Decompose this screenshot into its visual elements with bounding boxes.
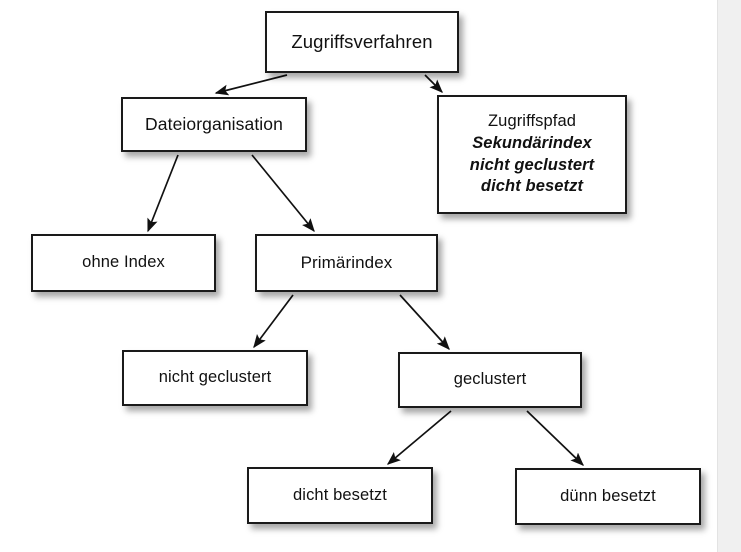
page-right-margin [717,0,741,552]
edge-dateiorganisation-to-ohne-index [147,154,179,233]
edge-geclustert-to-dicht-besetzt [386,410,452,465]
node-label-line-1: Zugriffspfad [487,111,577,130]
node-zugriffsverfahren[interactable]: Zugriffsverfahren [265,11,459,73]
node-label: ohne Index [82,253,165,272]
node-duenn-besetzt[interactable]: dünn besetzt [515,468,701,525]
node-label-line-4: dicht besetzt [480,177,584,196]
node-label: Dateiorganisation [145,113,283,134]
node-dicht-besetzt[interactable]: dicht besetzt [247,467,433,524]
node-zugriffspfad[interactable]: Zugriffspfad Sekundärindex nicht geclust… [437,95,627,214]
edge-zugriffsverfahren-to-dateiorganisation [214,74,288,96]
node-geclustert[interactable]: geclustert [398,352,582,408]
node-label: dünn besetzt [560,486,656,505]
edge-zugriffsverfahren-to-zugriffspfad [424,74,443,93]
edge-primaerindex-to-nicht-geclustert [253,294,294,349]
edge-geclustert-to-duenn-besetzt [526,410,584,466]
node-ohne-index[interactable]: ohne Index [31,234,216,292]
node-label: Zugriffsverfahren [291,30,433,52]
node-label-multiline: Zugriffspfad Sekundärindex nicht geclust… [439,111,625,198]
edge-primaerindex-to-geclustert [399,294,450,351]
node-label: dicht besetzt [293,485,387,504]
node-label: Primärindex [300,252,393,272]
node-label: geclustert [453,370,527,389]
node-label-line-2: Sekundärindex [472,133,592,152]
edge-dateiorganisation-to-primaerindex [251,154,315,233]
node-nicht-geclustert[interactable]: nicht geclustert [122,350,308,406]
node-label-line-3: nicht geclustert [469,155,595,174]
node-dateiorganisation[interactable]: Dateiorganisation [121,97,307,152]
node-label: nicht geclustert [158,368,272,387]
node-primaerindex[interactable]: Primärindex [255,234,438,292]
